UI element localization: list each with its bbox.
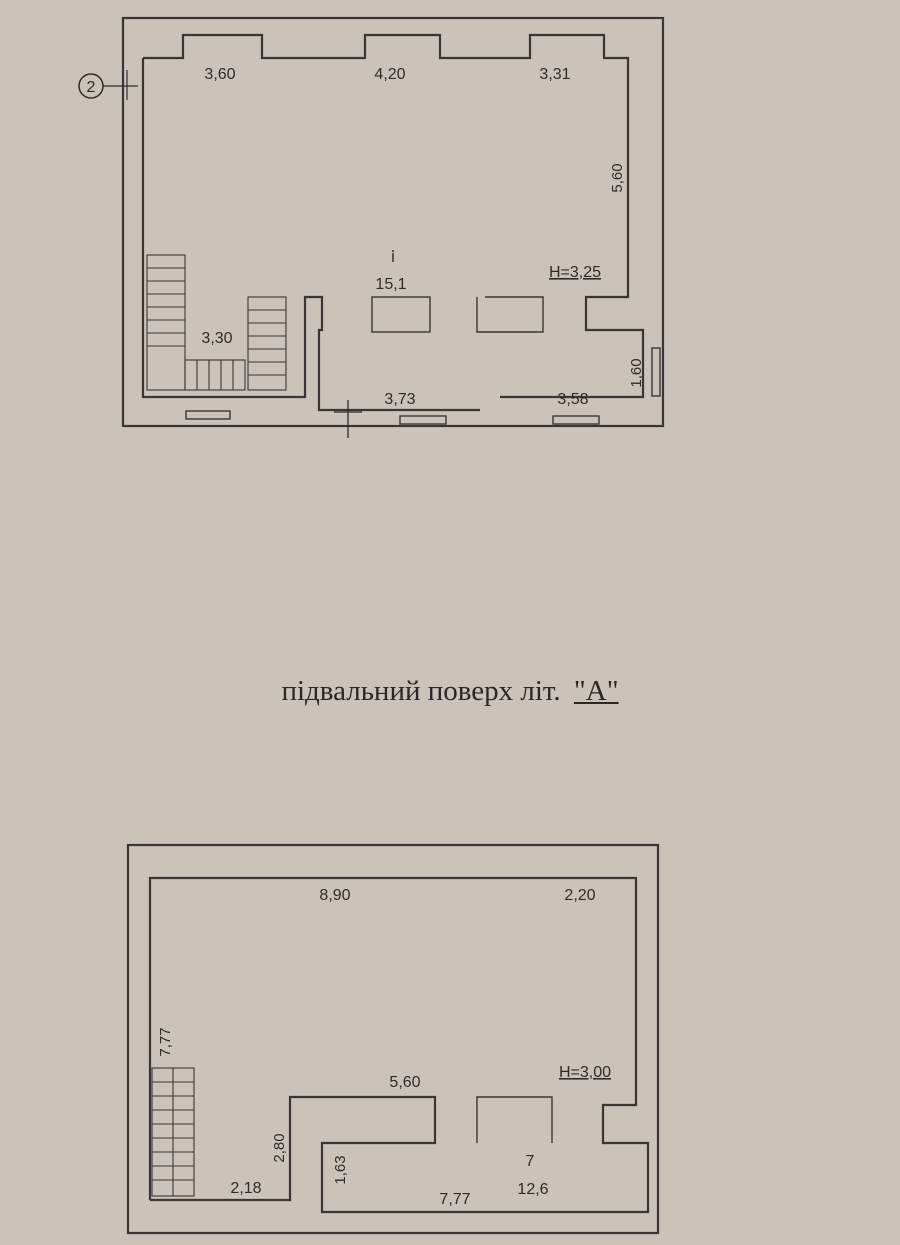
dim-5-60: 5,60 <box>389 1074 420 1091</box>
dim-2-80-vertical: 2,80 <box>271 1133 288 1162</box>
floor-caption: підвальний поверх літ. "А" <box>0 675 900 708</box>
dim-2-20: 2,20 <box>564 887 595 904</box>
lower-floor-plan: 8,90 2,20 7,77 5,60 2,80 2,18 1,63 7,77 … <box>126 843 660 1235</box>
dim-7-77: 7,77 <box>439 1191 470 1208</box>
dim-7-77-vertical: 7,77 <box>157 1027 174 1056</box>
upper-staircase <box>146 254 287 391</box>
dim-3-73: 3,73 <box>384 391 415 408</box>
lower-outer-frame <box>126 843 660 1235</box>
caption-letter: "А" <box>573 675 619 707</box>
dim-1-60-vertical: 1,60 <box>628 358 645 387</box>
dim-1-63-vertical: 1,63 <box>332 1155 349 1184</box>
upper-floor-plan: 2 <box>78 16 665 438</box>
dim-2-18: 2,18 <box>230 1180 261 1197</box>
dim-8-90: 8,90 <box>319 887 350 904</box>
upper-outer-frame <box>121 16 665 428</box>
room-mark: ⅰ <box>391 249 395 266</box>
dim-3-60: 3,60 <box>204 66 235 83</box>
upper-window-bottom-3 <box>552 415 600 425</box>
upper-partition-b <box>476 296 544 333</box>
room-number-lower: 7 <box>526 1153 535 1170</box>
dim-5-60-vertical: 5,60 <box>609 163 626 192</box>
upper-window-bottom-2 <box>399 415 447 425</box>
dim-3-30: 3,30 <box>201 330 232 347</box>
upper-partition-a <box>371 296 431 333</box>
dim-4-20: 4,20 <box>374 66 405 83</box>
caption-text: підвальний поверх літ. <box>281 675 561 707</box>
upper-inner-walls <box>143 33 645 399</box>
upper-window-right <box>651 347 661 397</box>
lower-staircase <box>151 1067 195 1197</box>
dim-3-31: 3,31 <box>539 66 570 83</box>
ceiling-height-upper: Н=3,25 <box>549 264 601 281</box>
upper-inner-walls-left <box>141 58 480 412</box>
room-area-upper: 15,1 <box>375 276 406 293</box>
lower-partition <box>476 1096 553 1143</box>
dim-3-58: 3,58 <box>557 391 588 408</box>
axis-marker-label: 2 <box>87 79 96 96</box>
room-area-lower: 12,6 <box>517 1181 548 1198</box>
lower-inner-walls <box>148 876 650 1214</box>
ceiling-height-lower: Н=3,00 <box>559 1064 611 1081</box>
upper-window-bottom <box>185 410 231 420</box>
